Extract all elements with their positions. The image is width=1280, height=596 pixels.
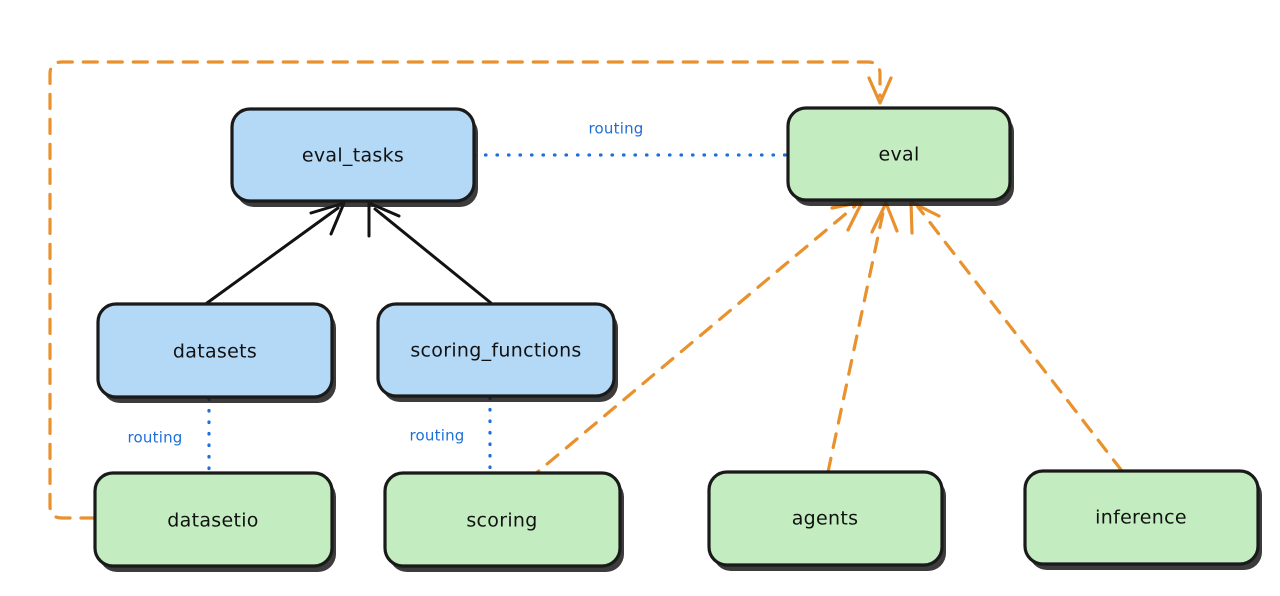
node-box-agents[interactable] <box>707 470 944 567</box>
node-box-inference[interactable] <box>1023 469 1260 566</box>
node-label-eval: eval <box>878 144 919 166</box>
node-scoring-functions[interactable]: scoring_functions <box>376 302 618 402</box>
node-label-datasetio: datasetio <box>167 510 258 532</box>
edge-group-routing <box>207 153 788 473</box>
node-label-eval-tasks: eval_tasks <box>302 145 404 167</box>
node-inference[interactable]: inference <box>1023 469 1262 570</box>
edge-path-agents-eval <box>826 206 886 474</box>
node-label-inference: inference <box>1095 507 1187 529</box>
arrowhead-agents-eval <box>870 201 899 234</box>
node-box-eval[interactable] <box>786 106 1012 202</box>
node-box-eval-tasks[interactable] <box>230 107 476 203</box>
edge-path-inference-eval <box>916 205 1124 473</box>
node-box-datasets[interactable] <box>96 302 334 399</box>
edge-label-routing-scoring-functions: routing <box>410 427 465 445</box>
edge-label-routing-datasets: routing <box>128 429 183 447</box>
edge-label-routing-eval-tasks: routing <box>589 120 644 138</box>
arrowhead-scoring-functions-eval-tasks <box>367 201 401 238</box>
edge-datasetio-to-eval <box>48 60 893 520</box>
arrowhead-scoring-eval <box>830 200 864 232</box>
node-eval-tasks[interactable]: eval_tasks <box>230 107 478 207</box>
edge-path-scoring-eval <box>526 204 857 482</box>
edge-group-composition <box>205 201 493 305</box>
node-label-agents: agents <box>792 508 859 530</box>
node-label-scoring: scoring <box>466 510 537 532</box>
edge-scoring-functions-to-eval-tasks <box>367 201 493 305</box>
node-scoring[interactable]: scoring <box>383 471 624 572</box>
edge-path-scoring-functions-eval-tasks <box>373 207 493 305</box>
node-agents[interactable]: agents <box>707 470 946 571</box>
node-label-scoring-functions: scoring_functions <box>410 340 581 362</box>
node-box-scoring[interactable] <box>383 471 622 568</box>
edge-datasets-to-eval-tasks <box>205 201 346 305</box>
edge-agents-to-eval <box>826 201 899 474</box>
node-label-datasets: datasets <box>173 341 257 363</box>
node-datasets[interactable]: datasets <box>96 302 336 403</box>
edge-path-datasets-eval-tasks <box>205 206 340 305</box>
node-datasetio[interactable]: datasetio <box>93 471 336 572</box>
node-eval[interactable]: eval <box>786 106 1014 206</box>
arrowhead-datasetio-eval <box>867 76 893 105</box>
node-box-scoring-functions[interactable] <box>376 302 616 398</box>
node-box-datasetio[interactable] <box>93 471 334 568</box>
edge-inference-to-eval <box>909 200 1124 473</box>
